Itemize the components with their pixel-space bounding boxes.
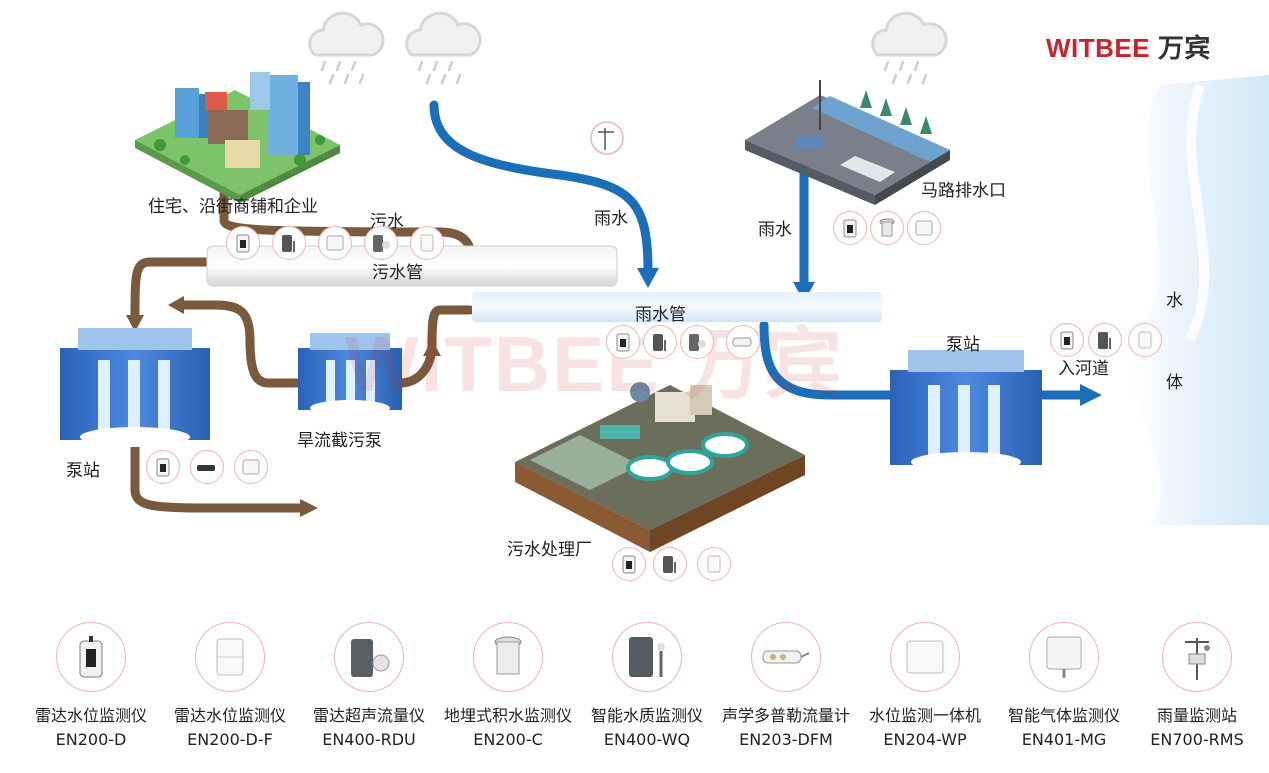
label-water-2: 体 [1166, 373, 1183, 393]
brand-cjk: 万宾 [1157, 34, 1211, 64]
product-item: 声学多普勒流量计 EN203-DFM [716, 622, 856, 749]
label-sewage-pipe: 污水管 [372, 263, 423, 283]
label-into-river: 入河道 [1058, 359, 1109, 379]
radar-flow-icon [334, 622, 404, 692]
water-quality-icon [653, 547, 687, 581]
radar-level-icon [612, 547, 646, 581]
product-item: 雷达超声流量仪 EN400-RDU [299, 622, 439, 749]
product-name: 雷达超声流量仪 [312, 706, 425, 725]
product-model: EN200-D-F [187, 730, 273, 749]
label-rain-1: 雨水 [594, 209, 628, 229]
product-item: 雷达水位监测仪 EN200-D [21, 622, 161, 749]
water-quality-icon [272, 226, 306, 260]
label-dry-pump: 旱流截污泵 [297, 431, 382, 451]
product-item: 雷达水位监测仪 EN200-D-F [160, 622, 300, 749]
radar-level-icon [226, 226, 260, 260]
pump-station-left [60, 328, 210, 447]
brand-logo: WITBEE 万宾 [1046, 28, 1211, 65]
buried-water-icon [473, 622, 543, 692]
water-quality-icon [643, 325, 677, 359]
radar-level-icon [56, 622, 126, 692]
level-box-icon [318, 226, 352, 260]
radar-level-white-icon [410, 226, 444, 260]
product-name: 智能气体监测仪 [1007, 706, 1120, 725]
product-model: EN700-RMS [1150, 730, 1244, 749]
product-name: 雷达水位监测仪 [173, 706, 286, 725]
label-pump-right: 泵站 [946, 335, 980, 355]
product-item: 水位监测一体机 EN204-WP [855, 622, 995, 749]
radar-flow-icon [680, 325, 714, 359]
doppler-flow-icon [751, 622, 821, 692]
radar-level-white-icon [697, 547, 731, 581]
level-box-icon [234, 450, 268, 484]
product-model: EN401-MG [1021, 730, 1107, 749]
label-residential: 住宅、沿街商铺和企业 [148, 197, 318, 217]
pump-station-right [890, 350, 1042, 472]
road-block [745, 80, 950, 205]
label-water-1: 水 [1166, 291, 1183, 311]
product-model: EN203-DFM [739, 730, 833, 749]
product-name: 地埋式积水监测仪 [443, 706, 572, 725]
gas-monitor-icon [1029, 622, 1099, 692]
radar-flow-icon [364, 226, 398, 260]
rain-cloud-icon [308, 11, 948, 57]
product-model: EN400-WQ [603, 730, 691, 749]
level-box-icon [890, 622, 960, 692]
product-model: EN204-WP [883, 730, 967, 749]
radar-level-icon [1050, 323, 1084, 357]
buried-water-icon [870, 211, 904, 245]
radar-level-white-icon [195, 622, 265, 692]
residential-block [135, 72, 340, 203]
label-pump-left: 泵站 [66, 461, 100, 481]
product-model: EN200-D [55, 730, 127, 749]
product-item: 智能水质监测仪 EN400-WQ [577, 622, 717, 749]
label-treatment: 污水处理厂 [507, 540, 592, 560]
rain-pipe [472, 292, 882, 322]
product-item: 雨量监测站 EN700-RMS [1127, 622, 1267, 749]
product-name: 水位监测一体机 [868, 706, 981, 725]
radar-level-icon [146, 450, 180, 484]
product-name: 声学多普勒流量计 [721, 706, 850, 725]
label-road-drain: 马路排水口 [921, 181, 1006, 201]
rain-station-icon [1162, 622, 1232, 692]
product-name: 雨量监测站 [1156, 706, 1237, 725]
brand-latin: WITBEE [1046, 33, 1151, 63]
doppler-flow-icon [190, 450, 224, 484]
product-model: EN200-C [473, 730, 543, 749]
product-name: 智能水质监测仪 [590, 706, 703, 725]
water-quality-icon [1088, 323, 1122, 357]
product-item: 地埋式积水监测仪 EN200-C [438, 622, 578, 749]
pump-station-dry [298, 333, 402, 416]
product-item: 智能气体监测仪 EN401-MG [994, 622, 1134, 749]
radar-level-icon [833, 211, 867, 245]
label-rain-pipe: 雨水管 [635, 305, 686, 325]
product-name: 雷达水位监测仪 [34, 706, 147, 725]
water-quality-icon [612, 622, 682, 692]
level-box-icon [907, 211, 941, 245]
label-rain-2: 雨水 [758, 220, 792, 240]
treatment-plant [515, 382, 805, 552]
product-model: EN400-RDU [322, 730, 416, 749]
radar-level-white-icon [1128, 323, 1162, 357]
radar-level-icon [606, 325, 640, 359]
doppler-flow-icon [726, 325, 760, 359]
